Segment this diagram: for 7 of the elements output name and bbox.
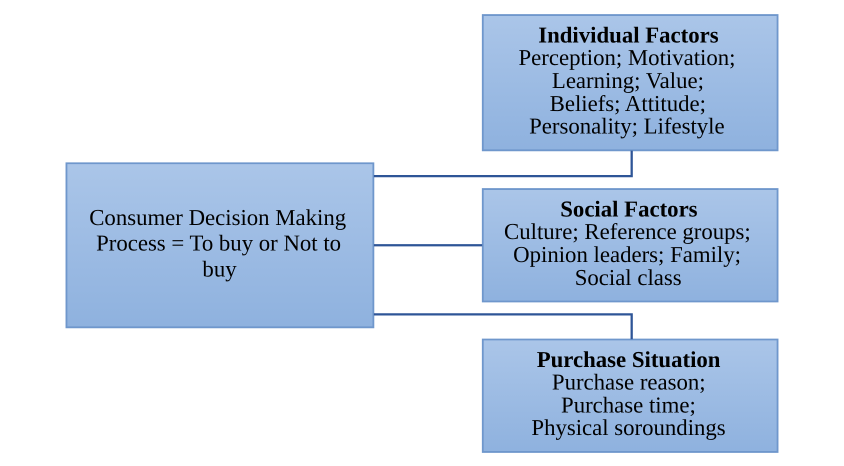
node-box: Purchase Situation Purchase reason; Purchase time; Physical soroundings bbox=[482, 338, 778, 452]
node-box: Consumer Decision Making Process = To buy or Not to buy bbox=[66, 162, 374, 328]
connector bbox=[374, 150, 633, 177]
connector bbox=[374, 312, 633, 339]
node-box: Social Factors Culture; Reference groups; Opinion leaders; Family; Social class bbox=[482, 188, 778, 302]
node-box: Individual Factors Perception; Motivation; Learning; Value; Beliefs; Attitude; Personality; Lifestyle bbox=[482, 14, 778, 151]
connector bbox=[374, 244, 482, 246]
